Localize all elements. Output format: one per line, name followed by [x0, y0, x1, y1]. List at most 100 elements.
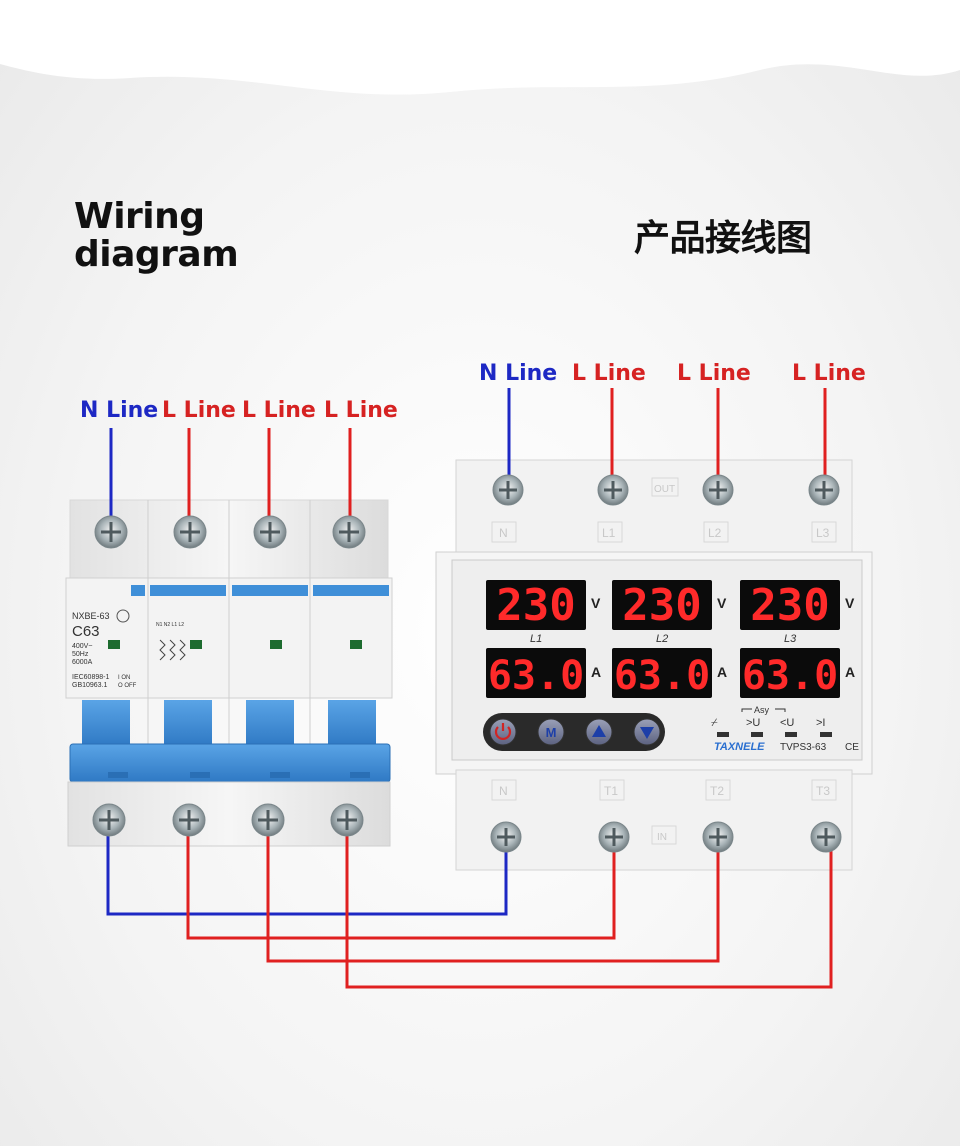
terminal-tag-top: L2	[708, 526, 722, 540]
screw-icon	[94, 515, 128, 549]
current-unit: A	[717, 664, 727, 680]
screw-icon	[598, 821, 630, 853]
status-indicator-label: >I	[816, 717, 825, 729]
terminal-tag-top: L1	[602, 526, 616, 540]
mode-button[interactable]	[537, 718, 565, 746]
current-reading: 63.0	[488, 653, 584, 699]
breaker-handle[interactable]	[82, 700, 130, 746]
screw-icon	[332, 515, 366, 549]
terminal-tag-bottom: T3	[816, 784, 830, 798]
title-english-line1: Wiring	[74, 196, 205, 237]
current-unit: A	[845, 664, 855, 680]
display-group: 230 V 230 V 230 V L1 L2 L3 63.0 A 63.0 A…	[486, 580, 855, 699]
screw-icon	[597, 474, 629, 506]
wire-l3-link	[345, 820, 833, 989]
breaker-blue-strip	[150, 585, 226, 596]
screw-icon	[92, 803, 126, 837]
circuit-breaker: NXBE-63 C63 400V~ 50Hz 6000A IEC60898-1 …	[65, 499, 393, 847]
voltage-display	[612, 580, 712, 630]
terminal-tag-top: L3	[816, 526, 830, 540]
triangle-down-icon	[640, 727, 654, 739]
screw-icon	[172, 803, 206, 837]
triangle-up-icon	[592, 725, 606, 737]
status-led	[751, 732, 763, 737]
brand-logo: TAXNELE	[714, 741, 765, 753]
out-tag: OUT	[654, 484, 675, 495]
phase-label: L1	[530, 633, 542, 645]
current-unit: A	[591, 664, 601, 680]
status-indicator-label: ⌿	[711, 717, 718, 729]
power-icon	[494, 726, 512, 740]
voltage-protector: N L1 L2 L3 OUT N T1 T2 T3 IN 230 V	[435, 459, 873, 871]
protector-top-housing	[455, 459, 853, 557]
voltage-reading: 230	[750, 580, 829, 631]
screw-icon	[702, 474, 734, 506]
header-wave	[0, 0, 960, 95]
screw-group	[92, 474, 842, 853]
protector-label-n: N Line	[479, 361, 558, 386]
breaker-handle[interactable]	[246, 700, 294, 746]
breaker-rating: C63	[72, 623, 100, 640]
screw-icon	[251, 803, 285, 837]
protector-model: TVPS3-63	[780, 742, 827, 753]
status-led	[785, 732, 797, 737]
breaker-terminal-text: N1 N2 L1 L2	[156, 622, 184, 628]
screw-icon	[808, 474, 840, 506]
terminal-tag-bottom: N	[499, 784, 508, 798]
breaker-indicator	[190, 640, 202, 649]
current-display	[740, 648, 840, 698]
mode-button-label: M	[546, 725, 557, 740]
power-button[interactable]	[489, 718, 517, 746]
status-indicator-label: >U	[746, 717, 760, 729]
phase-label: L2	[656, 633, 668, 645]
terminal-tag-bottom: T2	[710, 784, 724, 798]
coil-symbol-icon	[159, 639, 186, 661]
current-display	[486, 648, 586, 698]
screw-icon	[492, 474, 524, 506]
protector-bottom-housing	[455, 769, 853, 871]
protector-label-l3: L Line	[792, 361, 866, 386]
title-chinese: 产品接线图	[634, 218, 812, 259]
terminal-tag-bottom: T1	[604, 784, 618, 798]
screw-icon	[702, 821, 734, 853]
breaker-label-l1: L Line	[162, 398, 236, 423]
voltage-unit: V	[591, 595, 601, 611]
terminal-tag-top: N	[499, 526, 508, 540]
screw-icon	[330, 803, 364, 837]
screw-icon	[490, 821, 522, 853]
voltage-reading: 230	[622, 580, 701, 631]
voltage-display	[486, 580, 586, 630]
asy-label: Asy	[754, 705, 770, 715]
breaker-label-l2: L Line	[242, 398, 316, 423]
wire-l1-link	[186, 820, 616, 940]
current-reading: 63.0	[614, 653, 710, 699]
breaker-label-n: N Line	[80, 398, 159, 423]
breaker-model: NXBE-63	[72, 611, 110, 621]
breaker-handle[interactable]	[328, 700, 376, 746]
breaker-spec-capacity: 6000A	[72, 659, 93, 666]
voltage-display	[740, 580, 840, 630]
breaker-indicator	[350, 640, 362, 649]
breaker-standard2: GB10963.1	[72, 682, 108, 689]
screw-icon	[173, 515, 207, 549]
breaker-spec-voltage: 400V~	[72, 643, 92, 650]
breaker-on-text: I ON	[118, 675, 130, 681]
voltage-unit: V	[717, 595, 727, 611]
wire-l2-link	[266, 820, 720, 963]
breaker-handle[interactable]	[164, 700, 212, 746]
ce-mark: CE	[845, 742, 859, 753]
current-reading: 63.0	[742, 653, 838, 699]
screw-icon	[253, 515, 287, 549]
breaker-indicator	[270, 640, 282, 649]
in-tag: IN	[657, 832, 667, 843]
protector-label-l1: L Line	[572, 361, 646, 386]
wires	[106, 388, 833, 989]
title-english-line2: diagram	[74, 234, 239, 275]
screw-icon	[810, 821, 842, 853]
breaker-standard1: IEC60898-1	[72, 674, 109, 681]
phase-label: L3	[784, 633, 797, 645]
voltage-reading: 230	[496, 580, 575, 631]
current-display	[612, 648, 712, 698]
protector-label-l2: L Line	[677, 361, 751, 386]
status-indicator-label: <U	[780, 717, 794, 729]
